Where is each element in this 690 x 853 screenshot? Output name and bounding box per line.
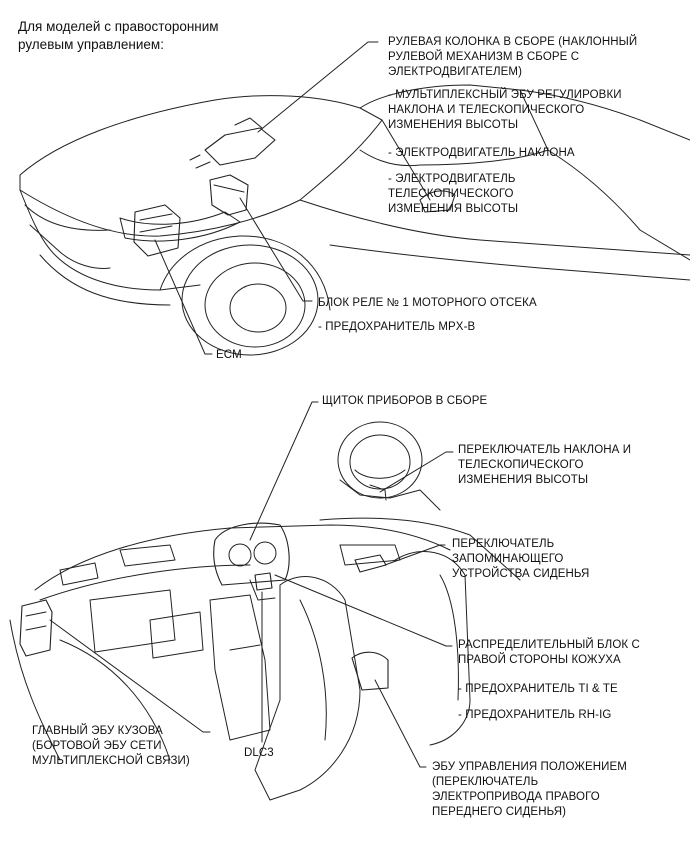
label-tilt-tele-switch: ПЕРЕКЛЮЧАТЕЛЬ НАКЛОНА И ТЕЛЕСКОПИЧЕСКОГО… [458, 444, 632, 486]
label-fuse-rh-ig: - ПРЕДОХРАНИТЕЛЬ RH-IG [458, 709, 612, 721]
label-steering-column: РУЛЕВАЯ КОЛОНКА В СБОРЕ (НАКЛОННЫЙ РУЛЕВ… [388, 36, 638, 78]
car-front-illustration [19, 84, 690, 356]
label-telescopic-motor: - ЭЛЕКТРОДВИГАТЕЛЬ ТЕЛЕСКОПИЧЕСКОГО ИЗМЕ… [388, 173, 519, 215]
label-fuse-ti-te: - ПРЕДОХРАНИТЕЛЬ TI & TE [458, 683, 618, 695]
leader-lines-bottom [49, 401, 454, 768]
label-ecm: ECM [216, 349, 242, 361]
label-tilt-motor: - ЭЛЕКТРОДВИГАТЕЛЬ НАКЛОНА [388, 147, 575, 159]
label-fuse-mpx-b: - ПРЕДОХРАНИТЕЛЬ MPX-B [318, 321, 476, 333]
label-engine-relay-block: БЛОК РЕЛЕ № 1 МОТОРНОГО ОТСЕКА [318, 297, 537, 309]
page-title: Для моделей с правосторонним рулевым упр… [18, 19, 219, 52]
label-seat-memory-switch: ПЕРЕКЛЮЧАТЕЛЬ ЗАПОМИНАЮЩЕГО УСТРОЙСТВА С… [452, 538, 590, 580]
leader-lines-top [154, 41, 379, 355]
label-combination-meter: ЩИТОК ПРИБОРОВ В СБОРЕ [322, 395, 488, 407]
interior-illustration [9, 421, 521, 801]
label-seat-position-ecu: ЭБУ УПРАВЛЕНИЯ ПОЛОЖЕНИЕМ (ПЕРЕКЛЮЧАТЕЛЬ… [432, 761, 627, 818]
label-dlc3: DLC3 [244, 747, 274, 759]
label-main-body-ecu: ГЛАВНЫЙ ЭБУ КУЗОВА (БОРТОВОЙ ЭБУ СЕТИ МУ… [32, 725, 190, 767]
label-tilt-tele-ecu: - МУЛЬТИПЛЕКСНЫЙ ЭБУ РЕГУЛИРОВКИ НАКЛОНА… [388, 89, 622, 131]
label-instrument-panel-junction-block: РАСПРЕДЕЛИТЕЛЬНЫЙ БЛОК С ПРАВОЙ СТОРОНЫ … [458, 639, 640, 666]
